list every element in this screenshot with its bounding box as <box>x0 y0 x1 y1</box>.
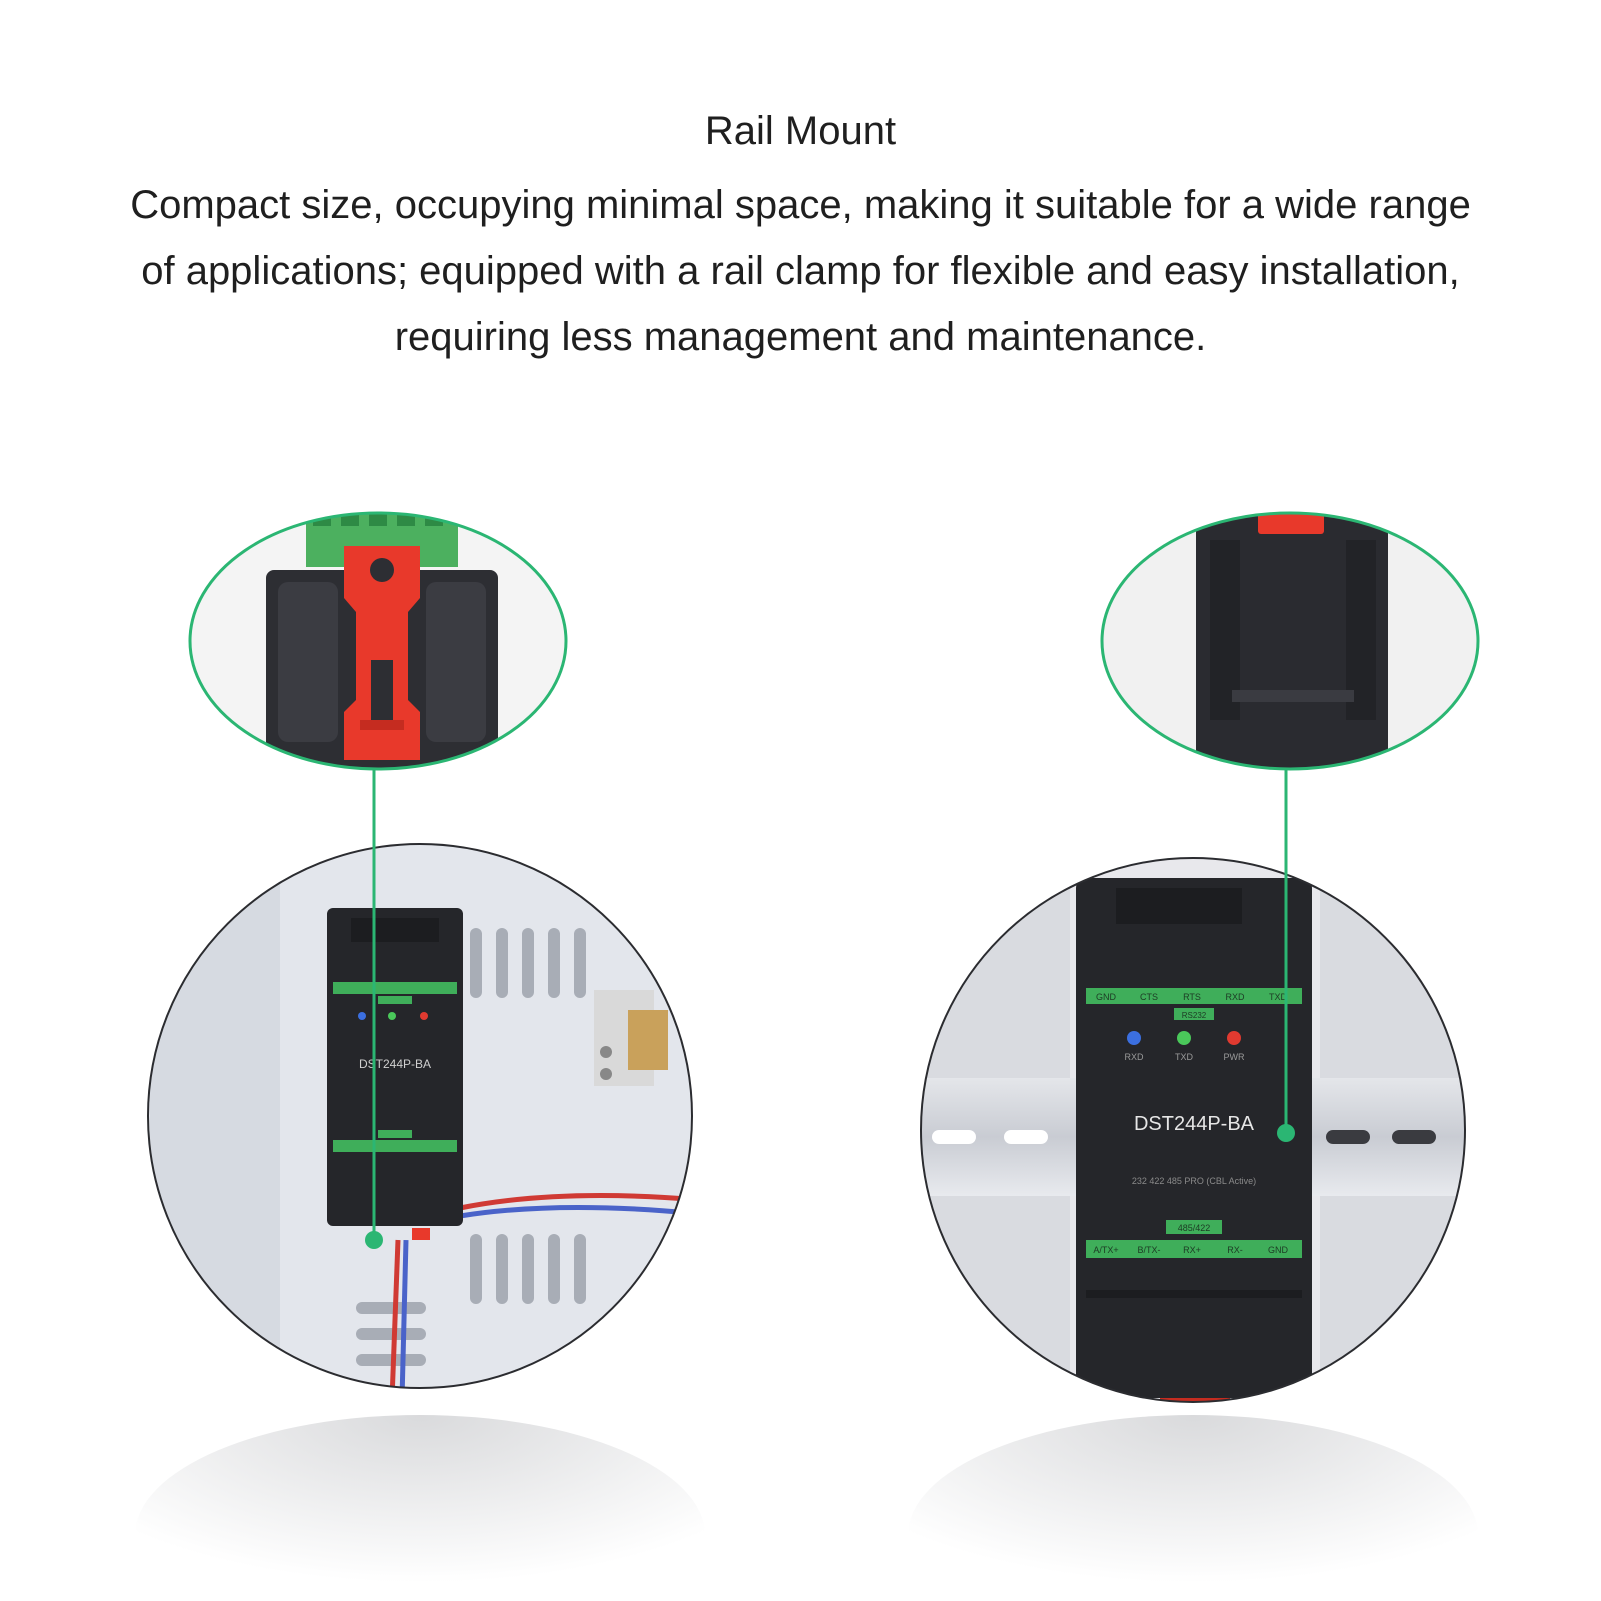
right-device-subtitle: 232 422 485 PRO (CBL Active) <box>1132 1176 1256 1186</box>
svg-text:GND: GND <box>1096 992 1117 1002</box>
svg-text:TXD: TXD <box>1175 1052 1194 1062</box>
right-top-terminals: GND CTS RTS RXD TXD <box>1086 988 1302 1004</box>
page-title: Rail Mount <box>704 109 897 153</box>
right-main-view: GND CTS RTS RXD TXD RS232 RXD TXD PWR DS… <box>921 858 1465 1402</box>
right-device-model: DST244P-BA <box>1134 1113 1255 1135</box>
left-reflection <box>135 1415 705 1601</box>
rail-clip-icon <box>344 546 420 760</box>
left-zoom-view <box>190 513 566 769</box>
svg-text:PWR: PWR <box>1224 1052 1245 1062</box>
description-text: Compact size, occupying minimal space, m… <box>130 183 1471 359</box>
svg-text:RXD: RXD <box>1225 992 1245 1002</box>
svg-text:RTS: RTS <box>1183 992 1201 1002</box>
right-bottom-badge: 485/422 <box>1178 1223 1211 1233</box>
left-device-model: DST244P-BA <box>359 1057 431 1071</box>
svg-text:RX-: RX- <box>1227 1245 1243 1255</box>
svg-text:A/TX+: A/TX+ <box>1093 1245 1118 1255</box>
svg-text:CTS: CTS <box>1140 992 1158 1002</box>
right-bottom-terminals: A/TX+ B/TX- RX+ RX- GND <box>1086 1240 1302 1258</box>
connector-dot-icon <box>1277 1124 1295 1142</box>
right-zoom-view <box>1102 513 1478 769</box>
svg-text:RXD: RXD <box>1124 1052 1144 1062</box>
right-reflection <box>908 1415 1478 1601</box>
svg-text:GND: GND <box>1268 1245 1289 1255</box>
left-main-view: DST244P-BA <box>148 844 692 1388</box>
right-top-badge: RS232 <box>1182 1011 1207 1020</box>
left-zoom-frame <box>188 511 568 771</box>
right-zoom-frame <box>1100 511 1480 771</box>
svg-text:B/TX-: B/TX- <box>1137 1245 1160 1255</box>
svg-text:TXD: TXD <box>1269 992 1288 1002</box>
left-main-frame <box>147 843 693 1389</box>
right-main-frame <box>920 857 1466 1403</box>
svg-text:RX+: RX+ <box>1183 1245 1201 1255</box>
connector-dot-icon <box>365 1231 383 1249</box>
